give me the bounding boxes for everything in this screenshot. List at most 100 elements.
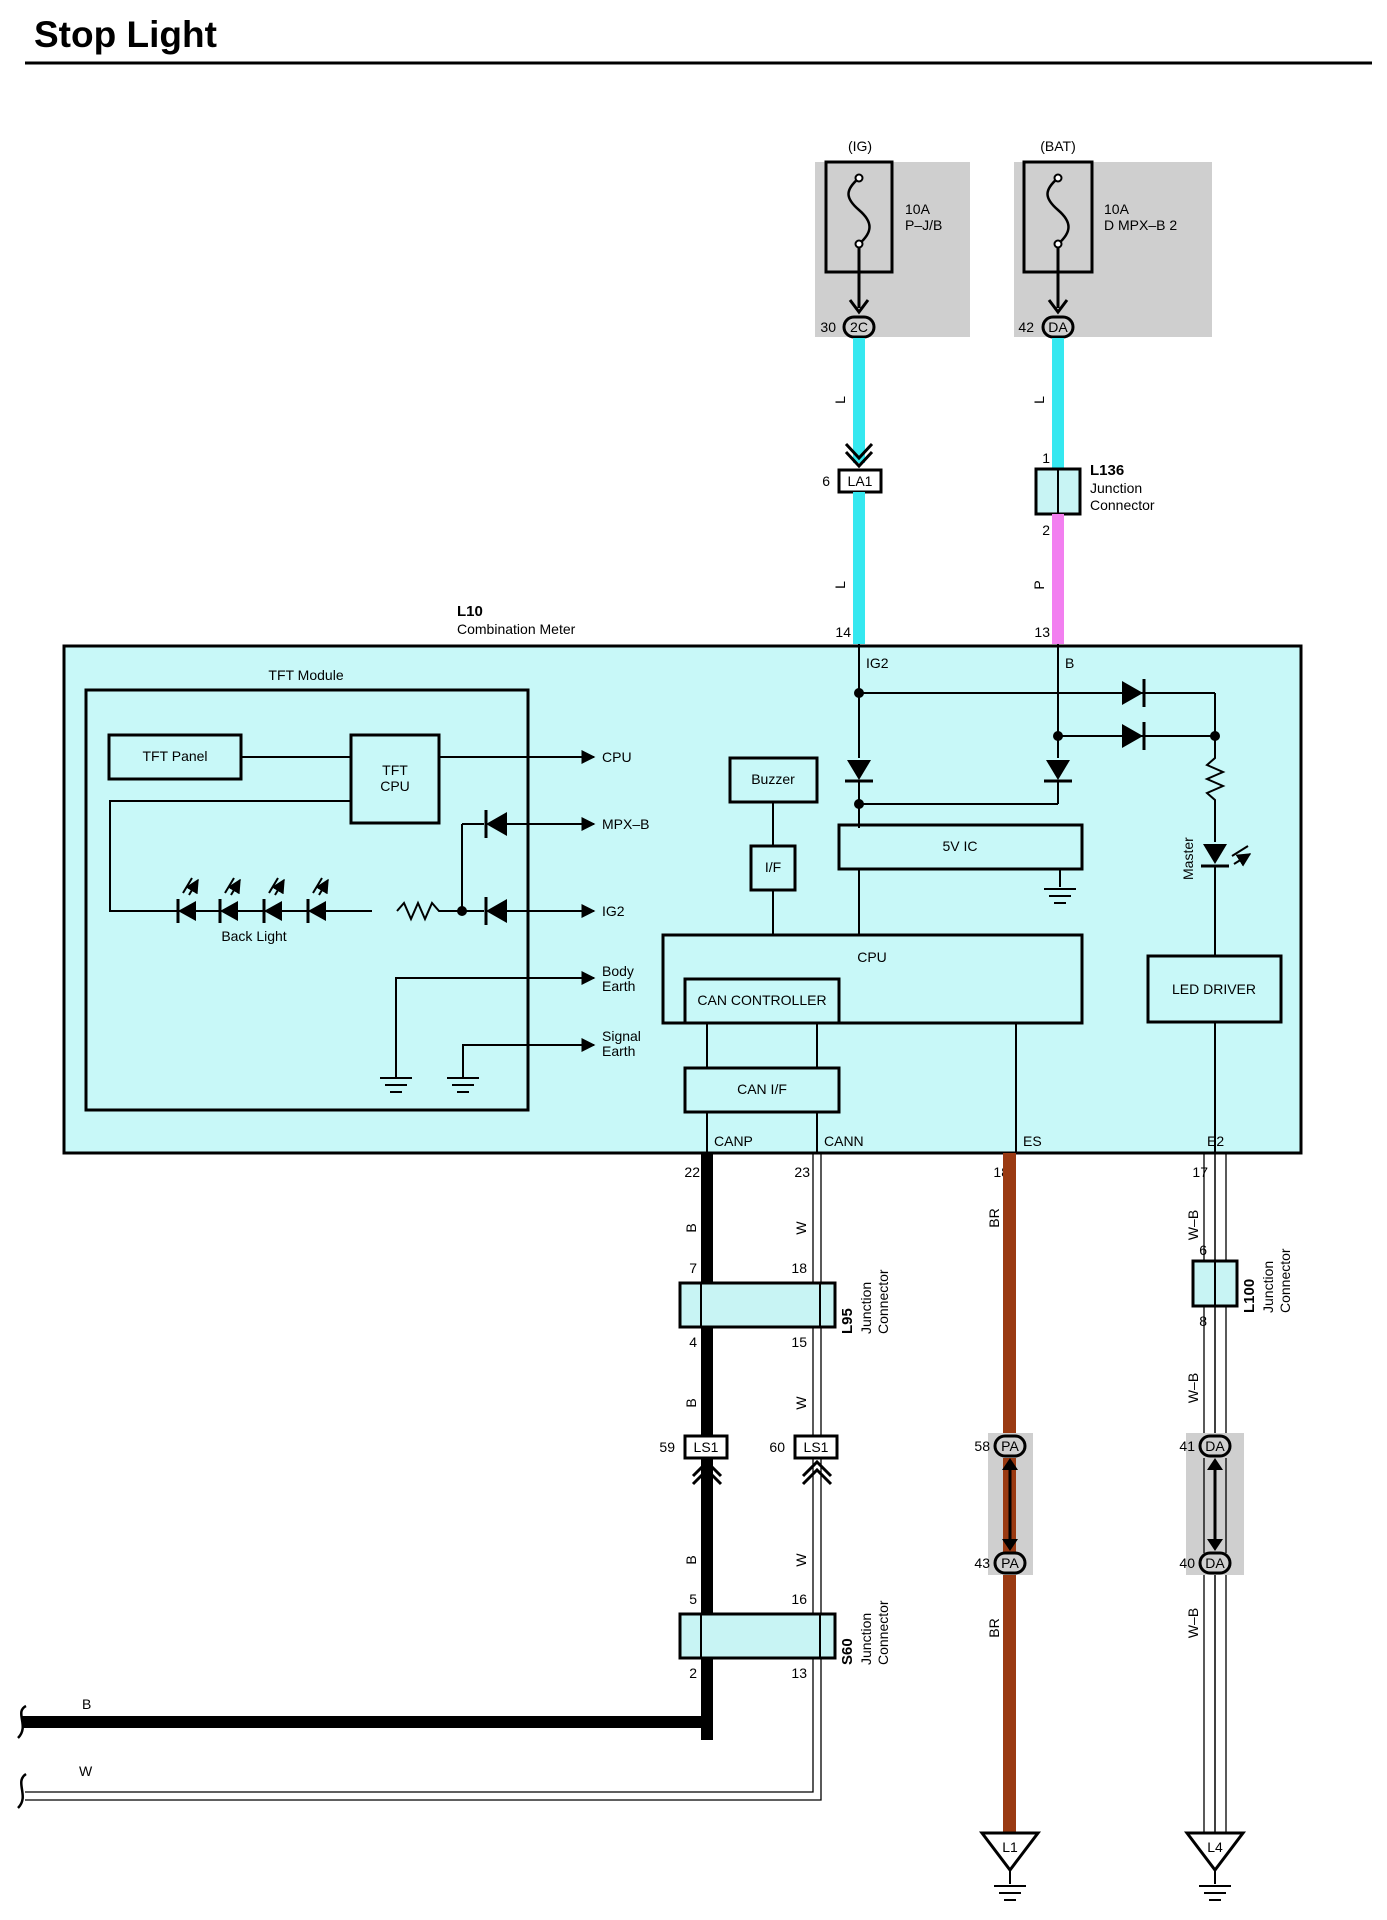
ground-l1-label: L1: [1002, 1839, 1018, 1855]
wire-label-br2: BR: [986, 1618, 1002, 1637]
s60-pin-2: 2: [689, 1665, 697, 1681]
pin-b: 13: [1034, 624, 1050, 640]
can-if: [683, 1066, 841, 1114]
l95-line1: Junction: [858, 1282, 874, 1334]
buzzer-if-label: I/F: [765, 859, 781, 875]
wire-label-w2: W: [793, 1396, 809, 1410]
l100-line1: Junction: [1260, 1261, 1276, 1313]
tft-cpu-line2: CPU: [380, 778, 410, 794]
l136-line1: Junction: [1090, 480, 1142, 496]
fuse-bat-connector: DA: [1048, 319, 1068, 335]
diode-mpxb-icon: [486, 812, 507, 836]
junction-s60: [678, 1612, 837, 1660]
wire-label-wb3: W–B: [1185, 1608, 1201, 1638]
diode-top-icon: [1122, 681, 1143, 705]
wire-label-b3: B: [683, 1555, 699, 1564]
l95-pin-18: 18: [791, 1260, 807, 1276]
fuse-ig-icon: [847, 177, 871, 245]
fuse-bat-rating: 10A: [1104, 201, 1130, 217]
master-led-icon: [1203, 844, 1227, 864]
wire-label-w3: W: [793, 1553, 809, 1567]
diode-ig2-in-icon: [847, 760, 871, 780]
can-if-label: CAN I/F: [737, 1081, 787, 1097]
wire-label-b1: B: [683, 1223, 699, 1232]
l100-id: L100: [1241, 1279, 1258, 1313]
l95-id: L95: [839, 1308, 856, 1334]
l95-line2: Connector: [875, 1269, 891, 1334]
five-v-ic: [837, 823, 1084, 871]
wire-label-b2: B: [683, 1398, 699, 1407]
cpu: [661, 933, 1084, 1025]
wire-label-bottom-w: W: [79, 1763, 93, 1779]
diode-b-in-icon: [1046, 760, 1070, 780]
s60-pin-5: 5: [689, 1591, 697, 1607]
fuse-ig-source: (IG): [848, 138, 872, 154]
tft-cpu: [349, 733, 441, 825]
term-cann: CANN: [824, 1133, 864, 1149]
da-bottom-pin: 40: [1179, 1555, 1195, 1571]
la1-arrow: [844, 442, 874, 469]
connector-da-bottom: [1198, 1551, 1232, 1575]
page-title: Stop Light: [34, 14, 217, 55]
junction-l95: [678, 1281, 837, 1329]
output-body-earth-1: Body: [602, 963, 634, 979]
ground-l1-icon: [978, 1831, 1042, 1901]
wire-label-w1: W: [793, 1221, 809, 1235]
s60-pin-13: 13: [791, 1665, 807, 1681]
pin-e2: 17: [1192, 1164, 1208, 1180]
pa-top-label: PA: [1001, 1438, 1019, 1454]
led-driver-label: LED DRIVER: [1172, 981, 1256, 997]
wire-label-l2: L: [1031, 396, 1047, 404]
five-v-ic-label: 5V IC: [942, 838, 977, 854]
output-signal-earth-1: Signal: [602, 1028, 641, 1044]
fuse-bat-icon: [1046, 177, 1070, 245]
connector-da-top: [1198, 1434, 1232, 1458]
fuse-ig-connector: 2C: [850, 319, 868, 335]
l136-line2: Connector: [1090, 497, 1155, 513]
meter-id: L10: [457, 603, 483, 620]
fuse-bat-name: D MPX–B 2: [1104, 217, 1177, 233]
back-light-label: Back Light: [221, 928, 286, 944]
master-label: Master: [1180, 837, 1196, 880]
combination-meter: [62, 644, 1303, 1155]
wire-p: [1052, 514, 1064, 644]
resistor-master-icon: [1204, 736, 1226, 842]
wire-l-ig-upper: [853, 338, 865, 463]
ground-l4-icon: [1183, 1831, 1247, 1901]
ground-5v-icon: [1044, 888, 1076, 904]
connector-pa-bottom: [993, 1551, 1027, 1575]
connector-pa-top: [993, 1434, 1027, 1458]
ground-icon: [380, 1077, 479, 1093]
wire-label-p: P: [1031, 580, 1047, 589]
fuse-ig-pin: 30: [820, 319, 836, 335]
buzzer-label: Buzzer: [751, 771, 795, 787]
wire-label-wb1: W–B: [1185, 1210, 1201, 1240]
meter-name: Combination Meter: [457, 621, 576, 637]
connector-ls1-b: [793, 1434, 839, 1460]
can-controller: [683, 977, 841, 1025]
da-top-pin: 41: [1179, 1438, 1195, 1454]
wire-break-w-icon: [17, 1772, 27, 1809]
ls1-a-label: LS1: [694, 1439, 719, 1455]
fuse-bat-source: (BAT): [1040, 138, 1076, 154]
wire-label-wb2: W–B: [1185, 1373, 1201, 1403]
wire-break-b-icon: [17, 1704, 27, 1739]
wire-w-cann: [25, 1153, 822, 1801]
s60-line1: Junction: [858, 1613, 874, 1665]
term-b: B: [1065, 655, 1074, 671]
ls1-b-label: LS1: [804, 1439, 829, 1455]
connector-la1-pin: 6: [822, 473, 830, 489]
pa-top-pin: 58: [974, 1438, 990, 1454]
l100-line2: Connector: [1277, 1248, 1293, 1313]
tft-panel-label: TFT Panel: [142, 748, 207, 764]
l100-pin-top: 6: [1199, 1242, 1207, 1258]
term-canp: CANP: [714, 1133, 753, 1149]
da-bottom-label: DA: [1205, 1555, 1225, 1571]
wire-l-bat: [1052, 338, 1064, 468]
output-ig2: IG2: [602, 903, 625, 919]
pin-canp: 22: [684, 1164, 700, 1180]
wire-label-l1: L: [832, 396, 848, 404]
ls1-a-pin: 59: [659, 1439, 675, 1455]
diode-mid-icon: [1122, 724, 1143, 748]
l100-pin-bottom: 8: [1199, 1313, 1207, 1329]
